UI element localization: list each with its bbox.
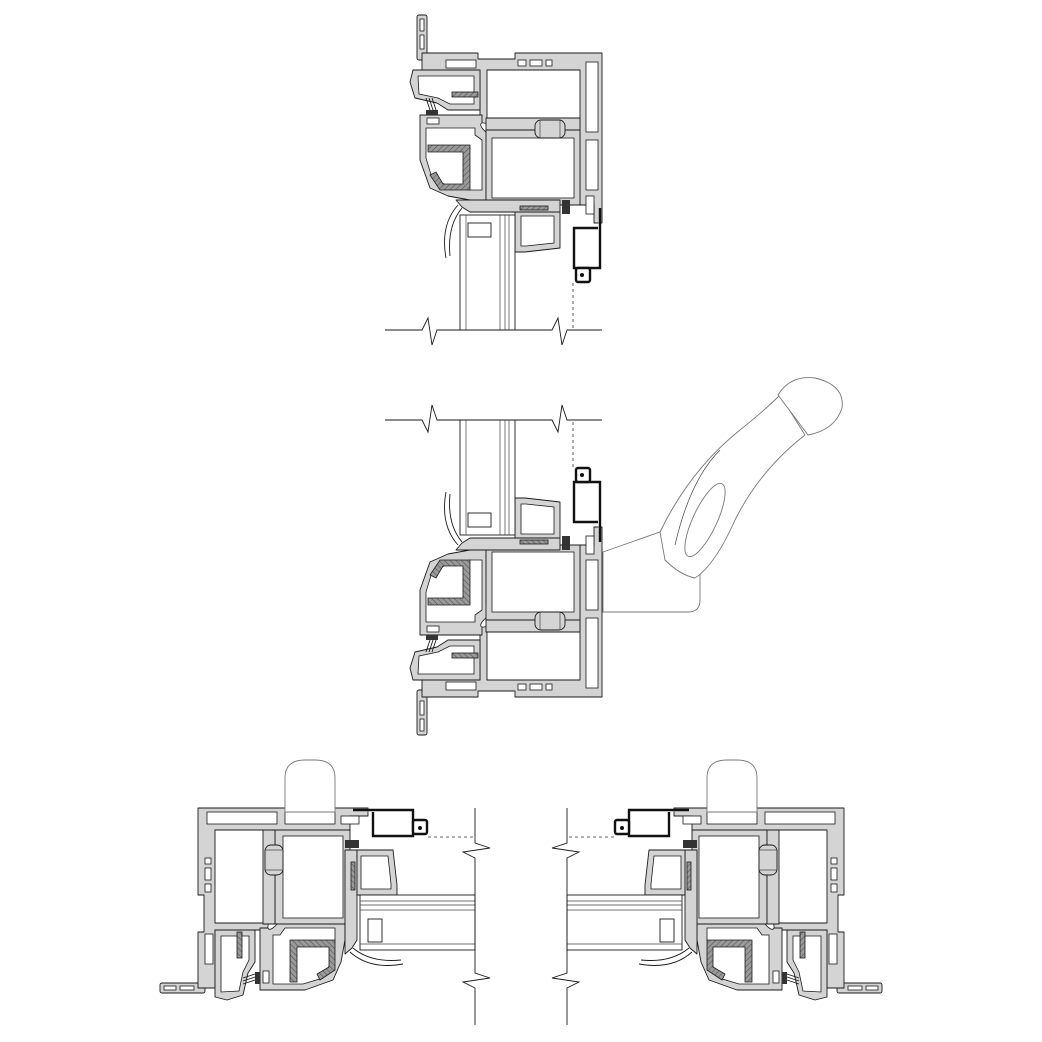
head-section — [383, 13, 604, 347]
left-jamb-section — [158, 759, 492, 1027]
handle-knob-right — [706, 759, 758, 813]
handle-knob-left — [284, 759, 336, 813]
right-jamb-section — [550, 759, 884, 1027]
sill-section — [383, 403, 604, 737]
window-handle — [602, 377, 843, 613]
